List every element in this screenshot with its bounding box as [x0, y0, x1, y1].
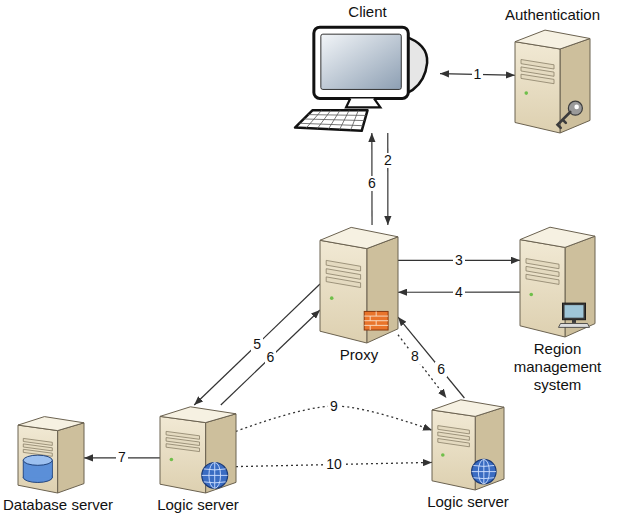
step-number: 6: [366, 176, 378, 191]
pc-keyboard: [559, 324, 590, 328]
server-icon: [320, 225, 398, 343]
server-node: Logic server: [432, 398, 504, 490]
dotted-arrow: [398, 335, 446, 398]
server-front: [160, 416, 206, 493]
drive-bay: [326, 277, 360, 288]
keyboard: [295, 110, 368, 131]
server-side: [58, 423, 84, 493]
server-node: Region management system: [520, 225, 595, 337]
power-led: [524, 91, 528, 95]
server-icon: [515, 28, 590, 133]
globe: [202, 462, 228, 488]
step-number: 6: [265, 350, 277, 365]
brick-joint: [376, 311, 377, 316]
message-arrow: [221, 310, 320, 405]
key-col: [339, 110, 349, 129]
server-top: [432, 400, 504, 417]
server-icon: [18, 415, 84, 493]
server-front: [432, 410, 475, 490]
server-front: [515, 42, 560, 133]
power-led: [441, 453, 445, 457]
server-node: Client: [295, 25, 440, 133]
step-number: 10: [324, 457, 344, 472]
monitor-screen: [321, 34, 401, 89]
node-label: Authentication: [505, 6, 600, 24]
server-front: [320, 240, 367, 343]
brick-joint: [370, 316, 371, 321]
pc-screen: [565, 305, 584, 318]
step-number: 9: [328, 399, 340, 414]
power-led: [330, 296, 334, 300]
node-label: Logic server: [427, 493, 509, 511]
node-label: Database server: [3, 496, 113, 514]
key-hole: [574, 105, 579, 110]
server-icon: [432, 398, 504, 490]
step-number: 4: [453, 285, 465, 300]
power-led: [170, 458, 174, 462]
pc-monitor: [563, 303, 586, 320]
message-arrow: [387, 133, 388, 225]
server-top: [160, 407, 236, 423]
step-number: 3: [453, 253, 465, 268]
drive-bay: [166, 444, 199, 452]
drive-bay: [521, 74, 554, 84]
server-side: [565, 236, 595, 337]
globe-parallel: [204, 469, 226, 483]
step-number: 8: [409, 349, 421, 364]
step-number: 7: [116, 450, 128, 465]
power-led: [529, 293, 533, 297]
pc-stand: [572, 320, 576, 323]
key-col: [317, 110, 331, 128]
key-col: [351, 110, 359, 130]
node-label: Logic server: [157, 496, 239, 514]
server-front: [18, 425, 58, 493]
db-top: [23, 455, 52, 465]
message-arrow: [194, 284, 320, 405]
server-icon: [160, 405, 236, 493]
server-front: [520, 240, 565, 337]
server-top: [515, 30, 590, 49]
monitor-stand: [346, 98, 380, 107]
message-arrow: [398, 317, 464, 398]
brick-joint: [376, 321, 377, 326]
key-col: [328, 110, 340, 129]
monitor-bezel: [314, 27, 408, 98]
drive-bay: [526, 274, 559, 284]
globe-parallel: [473, 465, 494, 478]
step-number: 6: [435, 362, 447, 377]
server-top: [18, 417, 84, 431]
brick-joint: [370, 325, 371, 330]
server-top: [320, 227, 398, 248]
server-node: Proxy: [320, 225, 398, 343]
step-number: 2: [382, 153, 394, 168]
firewall-wall: [364, 311, 388, 330]
client-computer-icon: [295, 25, 440, 133]
globe: [472, 459, 496, 483]
globe-equator: [472, 471, 496, 472]
server-top: [520, 227, 595, 247]
drive-bay: [438, 439, 470, 447]
step-number: 5: [251, 337, 263, 352]
node-label: Client: [348, 3, 386, 21]
node-label: Region management system: [510, 340, 606, 394]
globe-equator: [202, 475, 228, 476]
step-number: 1: [472, 67, 484, 82]
key-shaft: [558, 112, 571, 128]
node-label: Proxy: [340, 346, 378, 364]
server-node: Authentication: [515, 28, 590, 133]
server-icon: [520, 225, 595, 337]
server-node: Database server: [18, 415, 84, 493]
server-node: Logic server: [160, 405, 236, 493]
